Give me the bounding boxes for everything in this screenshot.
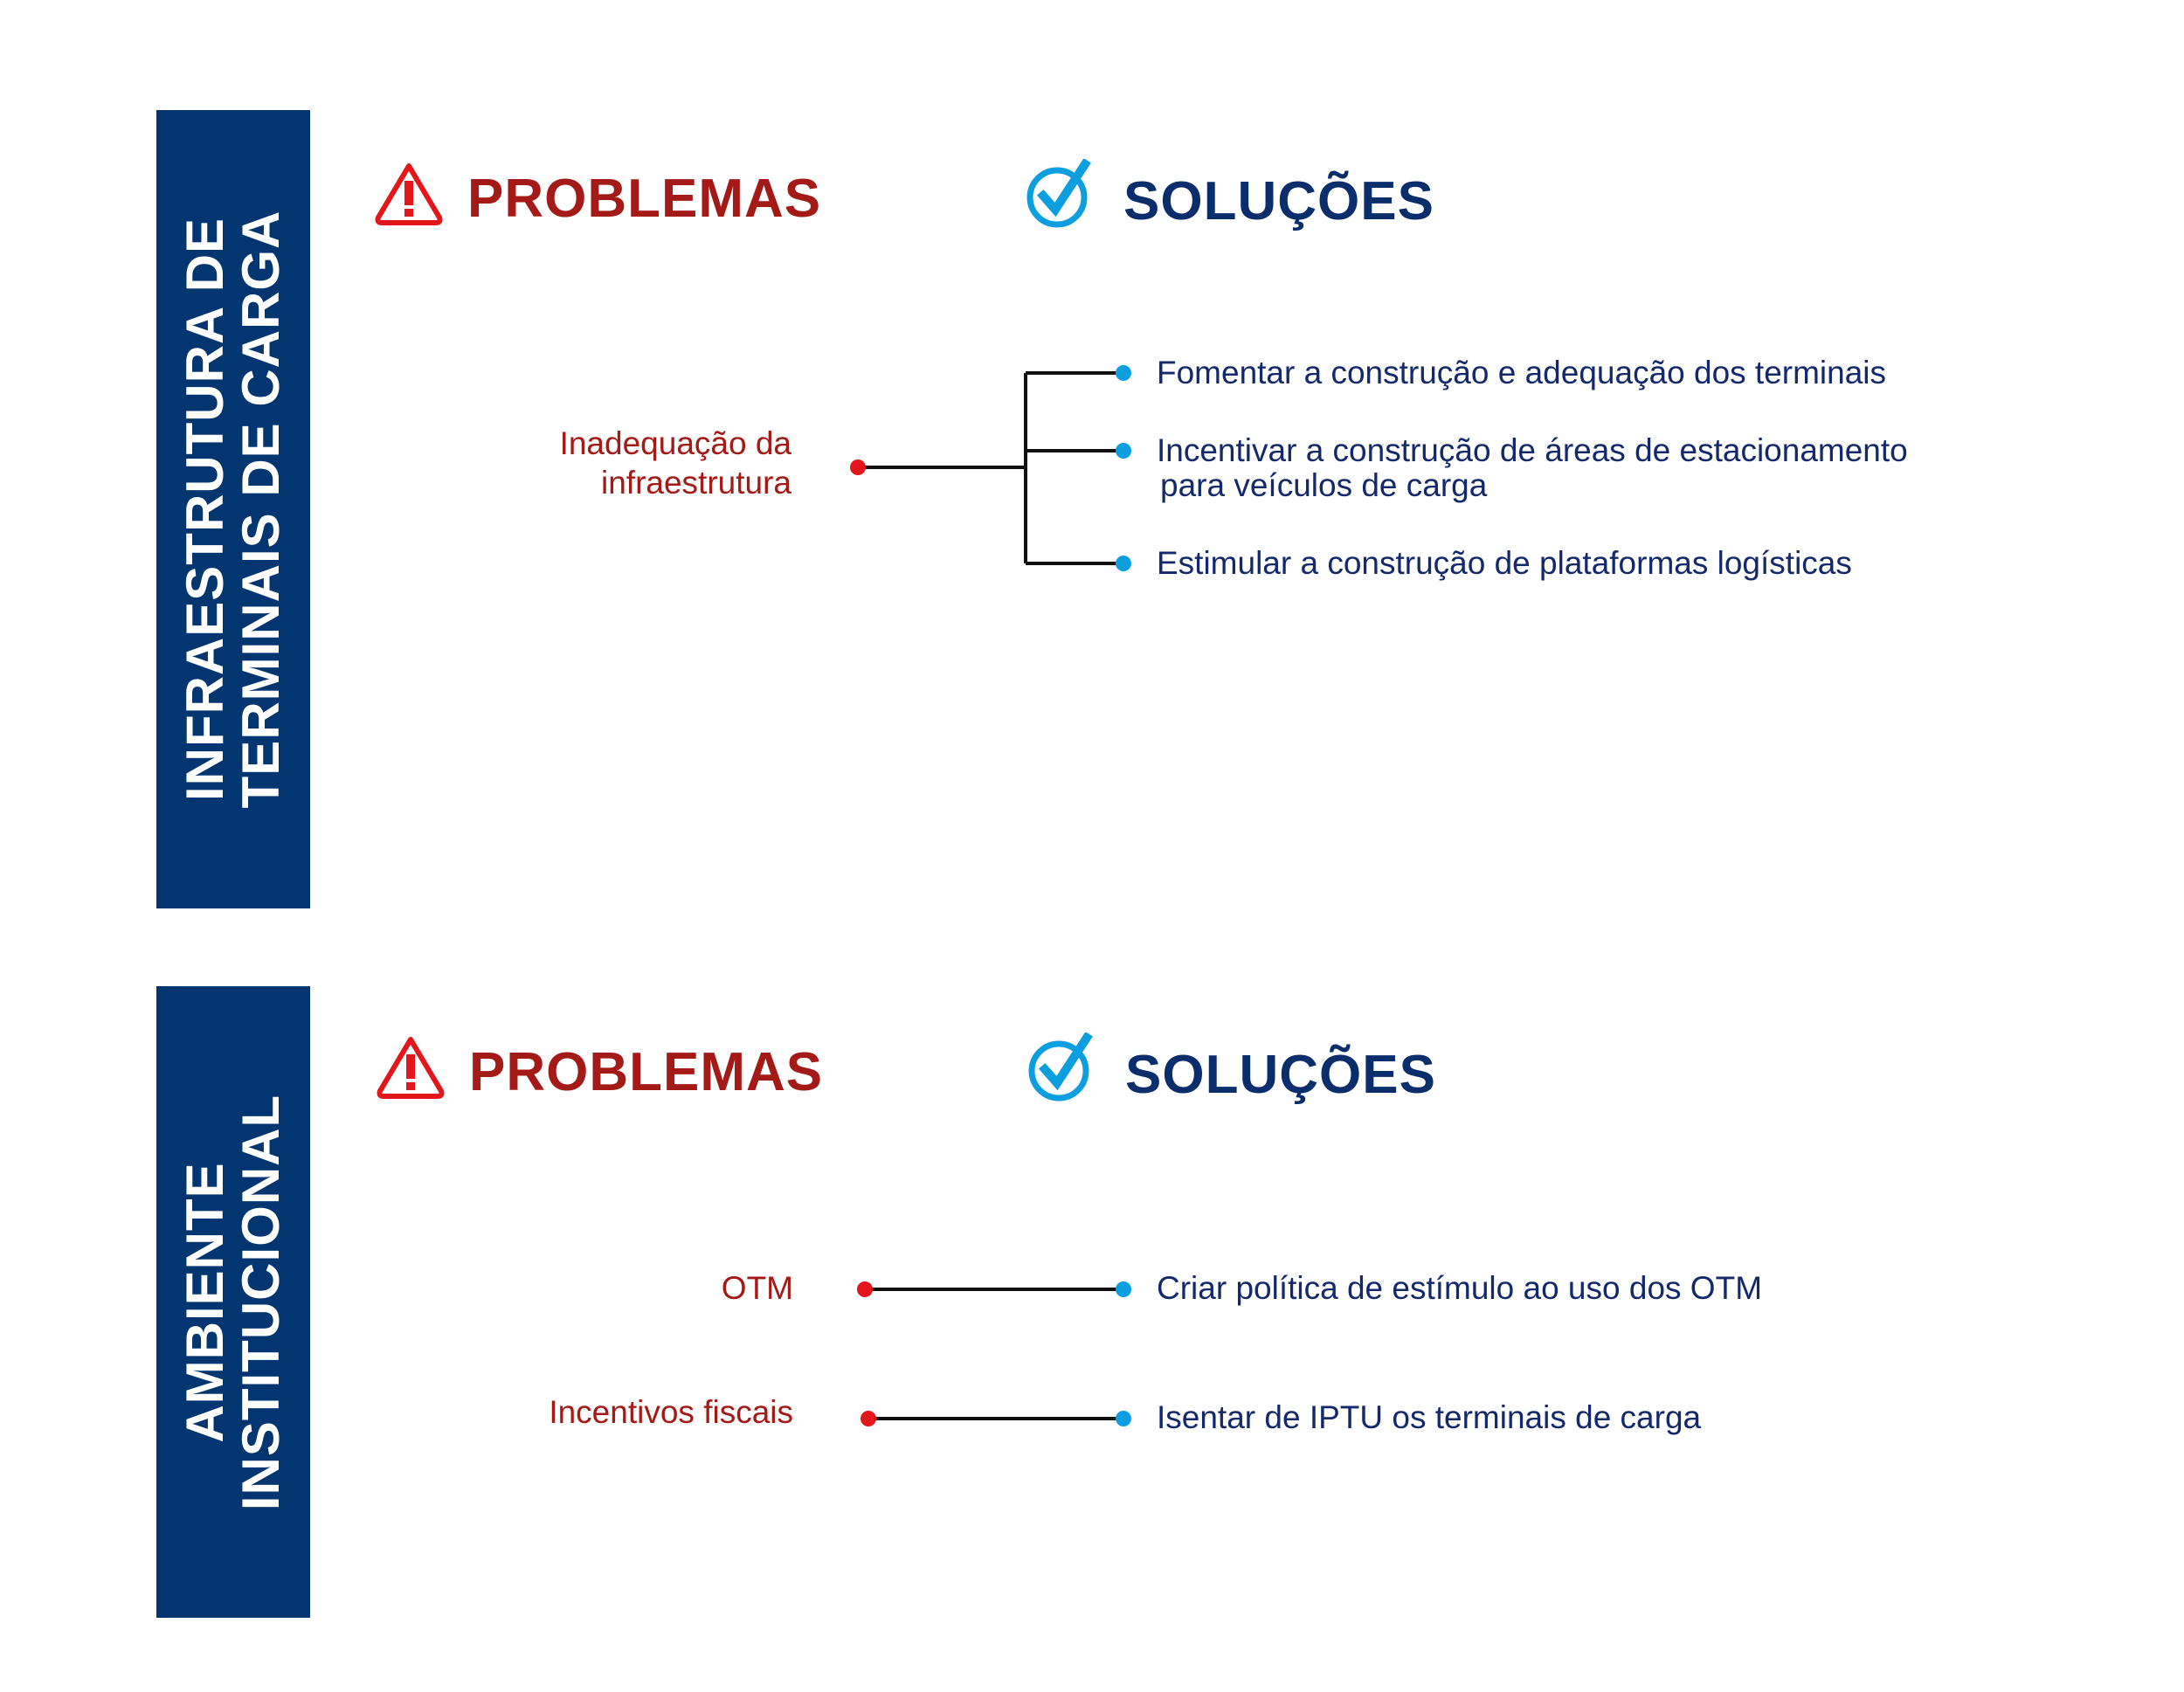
warning-icon xyxy=(377,1037,445,1099)
solution-text-line: para veículos de carga xyxy=(1160,467,1488,503)
solution-dot xyxy=(1116,556,1131,571)
section-title-line: INFRAESTRUTURA DE xyxy=(176,217,234,802)
solution-dot xyxy=(1116,365,1131,381)
solution-dot xyxy=(1116,1281,1131,1297)
solution-item: Fomentar a construção e adequação dos te… xyxy=(1157,356,1886,390)
problem-dot xyxy=(850,459,866,475)
solution-item: Criar política de estímulo ao uso dos OT… xyxy=(1157,1271,1762,1306)
solution-text-line: Estimular a construção de plataformas lo… xyxy=(1157,545,1852,581)
problem-text-line: OTM xyxy=(721,1270,793,1306)
solution-dot xyxy=(1116,1411,1131,1426)
section-title-line: TERMINAIS DE CARGA xyxy=(232,210,290,809)
section-banner-infraestrutura: INFRAESTRUTURA DE TERMINAIS DE CARGA xyxy=(156,110,310,908)
problem-text-line: infraestrutura xyxy=(601,465,791,501)
solution-text-line: Isentar de IPTU os terminais de carga xyxy=(1157,1399,1702,1435)
solution-text-line: Incentivar a construção de áreas de esta… xyxy=(1157,432,1908,468)
problem-item: OTM xyxy=(722,1268,793,1308)
solutions-header: SOLUÇÕES xyxy=(1125,1045,1436,1105)
problems-header: PROBLEMAS xyxy=(467,169,822,229)
problem-dot xyxy=(860,1411,876,1426)
section-title: AMBIENTE INSTITUCIONAL xyxy=(176,1094,290,1510)
solution-dot xyxy=(1116,443,1131,459)
problems-header: PROBLEMAS xyxy=(469,1042,824,1102)
problem-item: Inadequação da infraestrutura xyxy=(560,424,791,502)
solutions-header: SOLUÇÕES xyxy=(1123,171,1434,231)
solution-text-line: Criar política de estímulo ao uso dos OT… xyxy=(1157,1270,1763,1306)
warning-icon xyxy=(375,163,443,225)
check-circle-icon xyxy=(1028,1032,1093,1102)
problem-text-line: Incentivos fiscais xyxy=(549,1394,793,1430)
problem-text-line: Inadequação da xyxy=(559,425,791,461)
section-banner-ambiente: AMBIENTE INSTITUCIONAL xyxy=(156,986,310,1618)
section-title-line: AMBIENTE xyxy=(176,1161,234,1443)
solution-item: Estimular a construção de plataformas lo… xyxy=(1157,546,1852,581)
solution-item: Incentivar a construção de áreas de esta… xyxy=(1157,433,1908,503)
solution-text-line: Fomentar a construção e adequação dos te… xyxy=(1157,355,1887,390)
check-circle-icon xyxy=(1026,159,1091,228)
problem-item: Incentivos fiscais xyxy=(549,1392,793,1432)
solution-item: Isentar de IPTU os terminais de carga xyxy=(1157,1400,1701,1435)
section-title: INFRAESTRUTURA DE TERMINAIS DE CARGA xyxy=(176,210,290,809)
problem-dot xyxy=(857,1281,873,1297)
section-title-line: INSTITUCIONAL xyxy=(232,1094,290,1510)
